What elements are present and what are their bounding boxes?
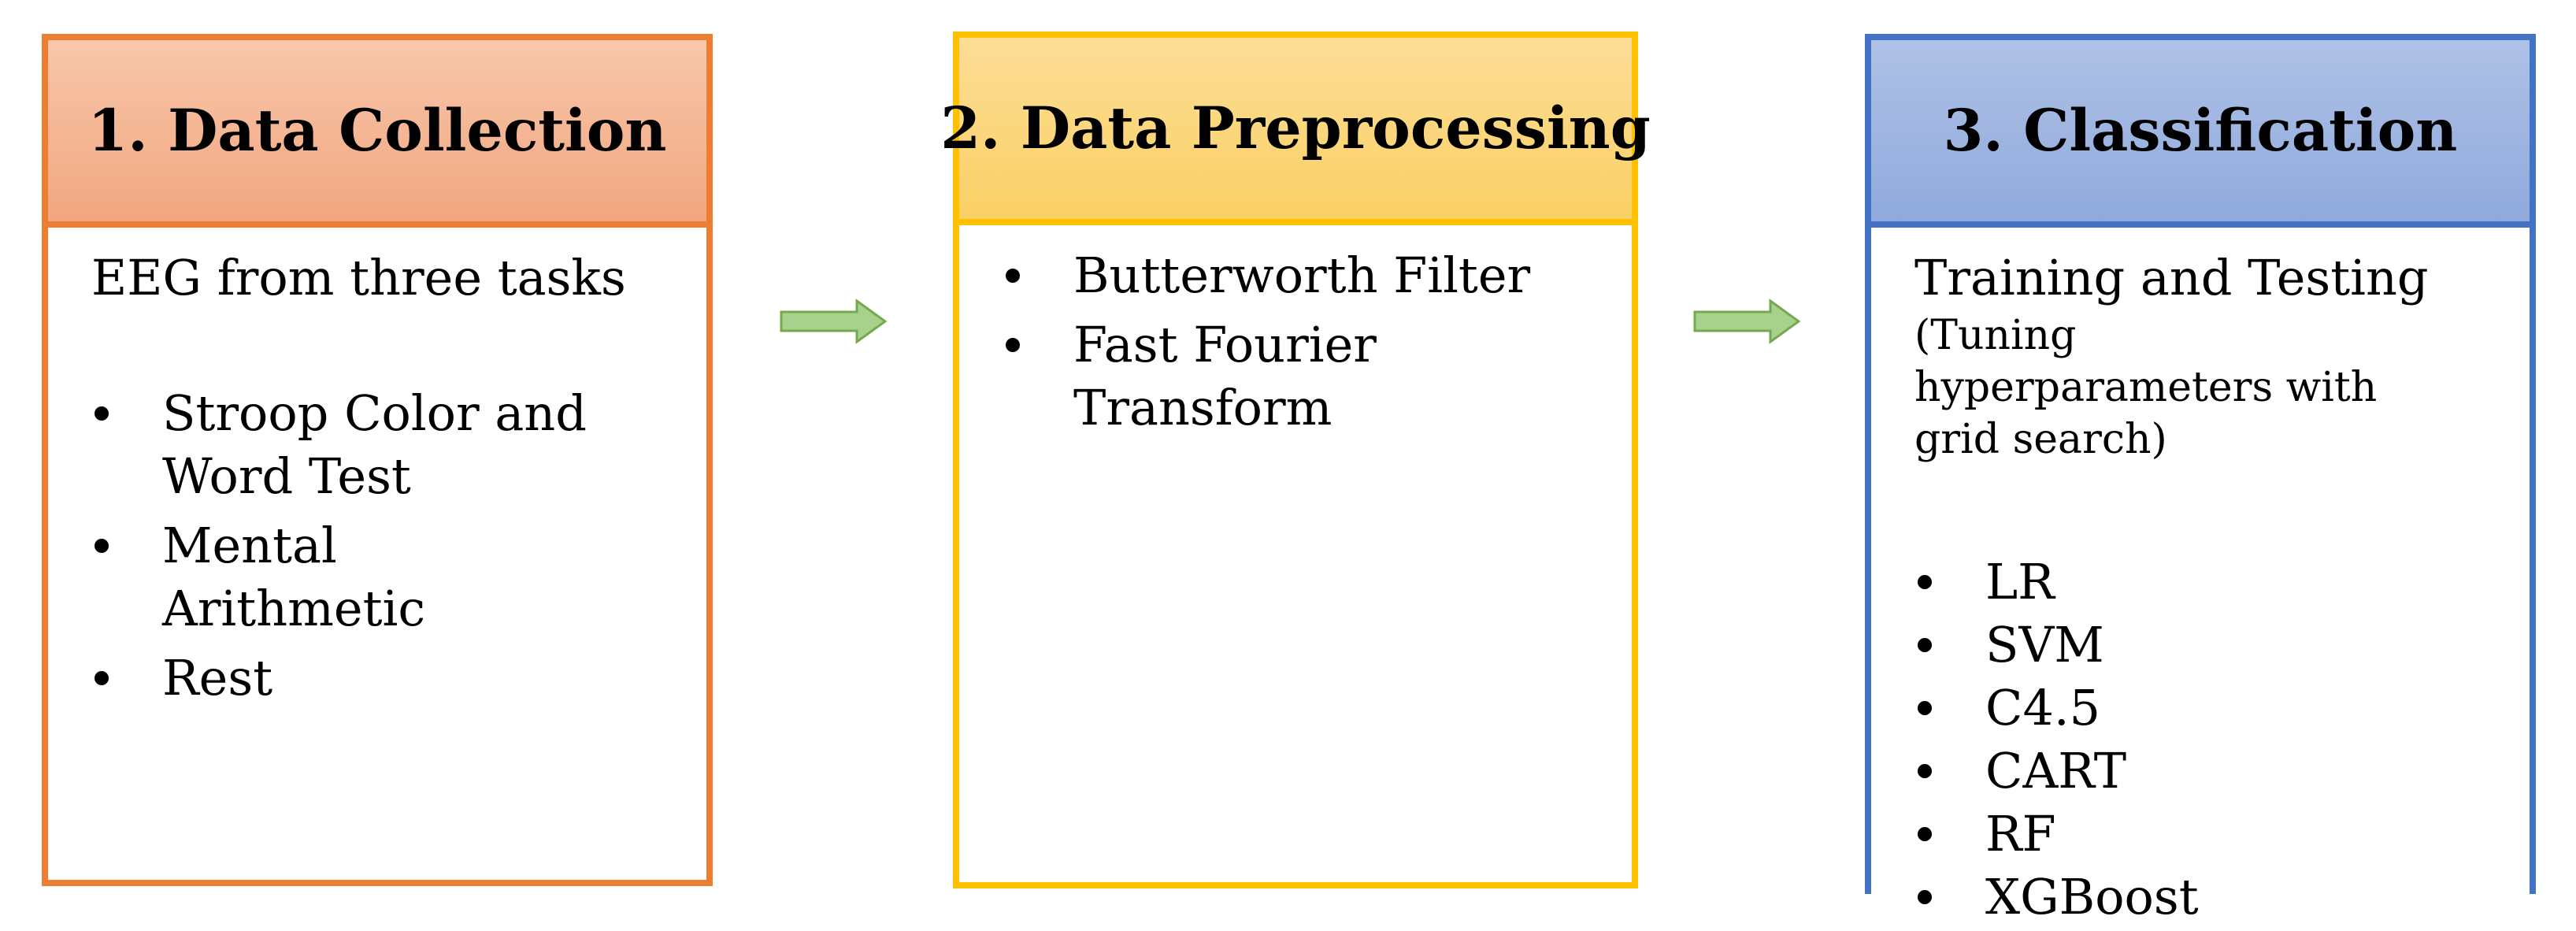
- list-item-label: CART: [1985, 742, 2127, 799]
- list-item: XGBoost: [1914, 866, 2498, 929]
- bullet-icon: [95, 539, 109, 553]
- list-item: Stroop Color and Word Test: [91, 382, 675, 508]
- box-data-preprocessing-body: Butterworth Filter Fast Fourier Transfor…: [959, 244, 1632, 440]
- box-data-collection-body: EEG from three tasks Stroop Color and Wo…: [48, 247, 706, 710]
- list-item-label: Rest: [162, 649, 273, 707]
- list-item: C4.5: [1914, 677, 2498, 740]
- list-item: CART: [1914, 740, 2498, 803]
- bullet-icon: [95, 406, 109, 421]
- bullet-icon: [1918, 701, 1932, 715]
- bullet-icon: [1918, 890, 1932, 904]
- list-item: Mental Arithmetic: [91, 514, 675, 640]
- arrow-shape: [780, 299, 887, 344]
- box-data-collection: 1. Data Collection EEG from three tasks …: [42, 34, 713, 886]
- box-data-collection-title: 1. Data Collection: [87, 96, 667, 165]
- bullet-icon: [1918, 827, 1932, 841]
- box-data-collection-list: Stroop Color and Word Test Mental Arithm…: [91, 382, 675, 710]
- arrow-shape: [1693, 299, 1800, 344]
- box-classification-note: (Tuning hyperparameters with grid search…: [1914, 312, 2378, 463]
- list-item: Rest: [91, 647, 675, 710]
- box-classification-intro: Training and Testing: [1914, 249, 2429, 306]
- box-classification-list: LR SVM C4.5 CART RF: [1914, 551, 2498, 929]
- bullet-icon: [95, 671, 109, 685]
- list-item-label: XGBoost: [1985, 868, 2199, 925]
- box-data-preprocessing: 2. Data Preprocessing Butterworth Filter…: [940, 32, 1651, 888]
- bullet-icon: [1918, 764, 1932, 778]
- list-item: Fast Fourier Transform: [1003, 313, 1600, 440]
- bullet-icon: [1006, 338, 1020, 352]
- box-data-collection-intro: EEG from three tasks: [91, 249, 626, 306]
- list-item-label: Mental Arithmetic: [162, 517, 426, 637]
- list-item: SVM: [1914, 614, 2498, 677]
- list-item-label: RF: [1985, 805, 2056, 862]
- list-item-label: Fast Fourier Transform: [1073, 316, 1377, 436]
- box-data-preprocessing-title: 2. Data Preprocessing: [940, 94, 1651, 162]
- box-classification-header: 3. Classification: [1871, 40, 2530, 228]
- bullet-icon: [1918, 638, 1932, 652]
- box-data-preprocessing-list: Butterworth Filter Fast Fourier Transfor…: [1003, 244, 1600, 440]
- flow-arrow: [780, 299, 887, 344]
- list-item-label: SVM: [1985, 616, 2104, 673]
- list-item-label: C4.5: [1985, 679, 2101, 736]
- box-classification-body: Training and Testing (Tuning hyperparame…: [1871, 247, 2530, 929]
- flow-arrow: [1693, 299, 1800, 344]
- list-item-label: LR: [1985, 553, 2055, 610]
- list-item: RF: [1914, 803, 2498, 866]
- box-data-collection-header: 1. Data Collection: [48, 40, 706, 228]
- list-item: LR: [1914, 551, 2498, 614]
- list-item: Butterworth Filter: [1003, 244, 1600, 307]
- box-classification: 3. Classification Training and Testing (…: [1865, 34, 2536, 929]
- list-item-label: Butterworth Filter: [1073, 247, 1531, 304]
- bullet-icon: [1006, 269, 1020, 283]
- box-data-preprocessing-header: 2. Data Preprocessing: [940, 38, 1651, 225]
- bullet-icon: [1918, 575, 1932, 589]
- list-item-label: Stroop Color and Word Test: [162, 384, 587, 505]
- box-classification-title: 3. Classification: [1943, 96, 2458, 165]
